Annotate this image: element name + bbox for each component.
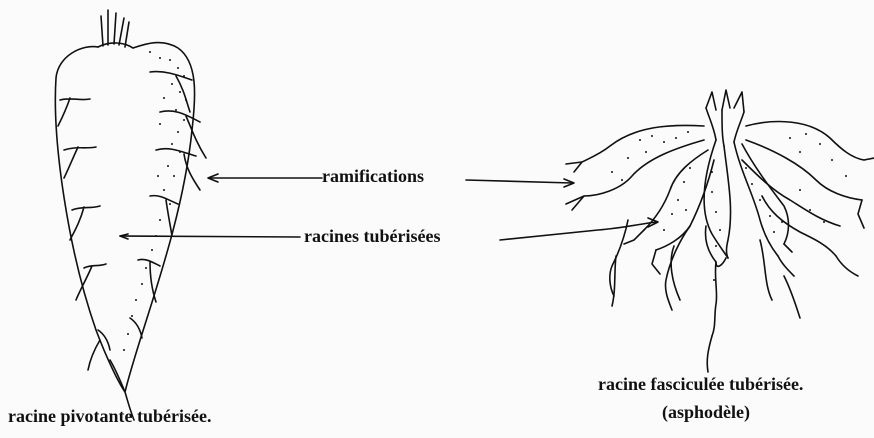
fibrous-root-drawing (566, 90, 874, 372)
fibrous-root-species: (asphodèle) (662, 402, 750, 423)
taproot-caption: racine pivotante tubérisée. (8, 406, 211, 427)
tuberized-roots-label: racines tubérisées (304, 226, 440, 247)
fibrous-root-caption: racine fasciculée tubérisée. (598, 374, 803, 395)
taproot-drawing (55, 10, 206, 420)
ramifications-label: ramifications (322, 166, 424, 187)
